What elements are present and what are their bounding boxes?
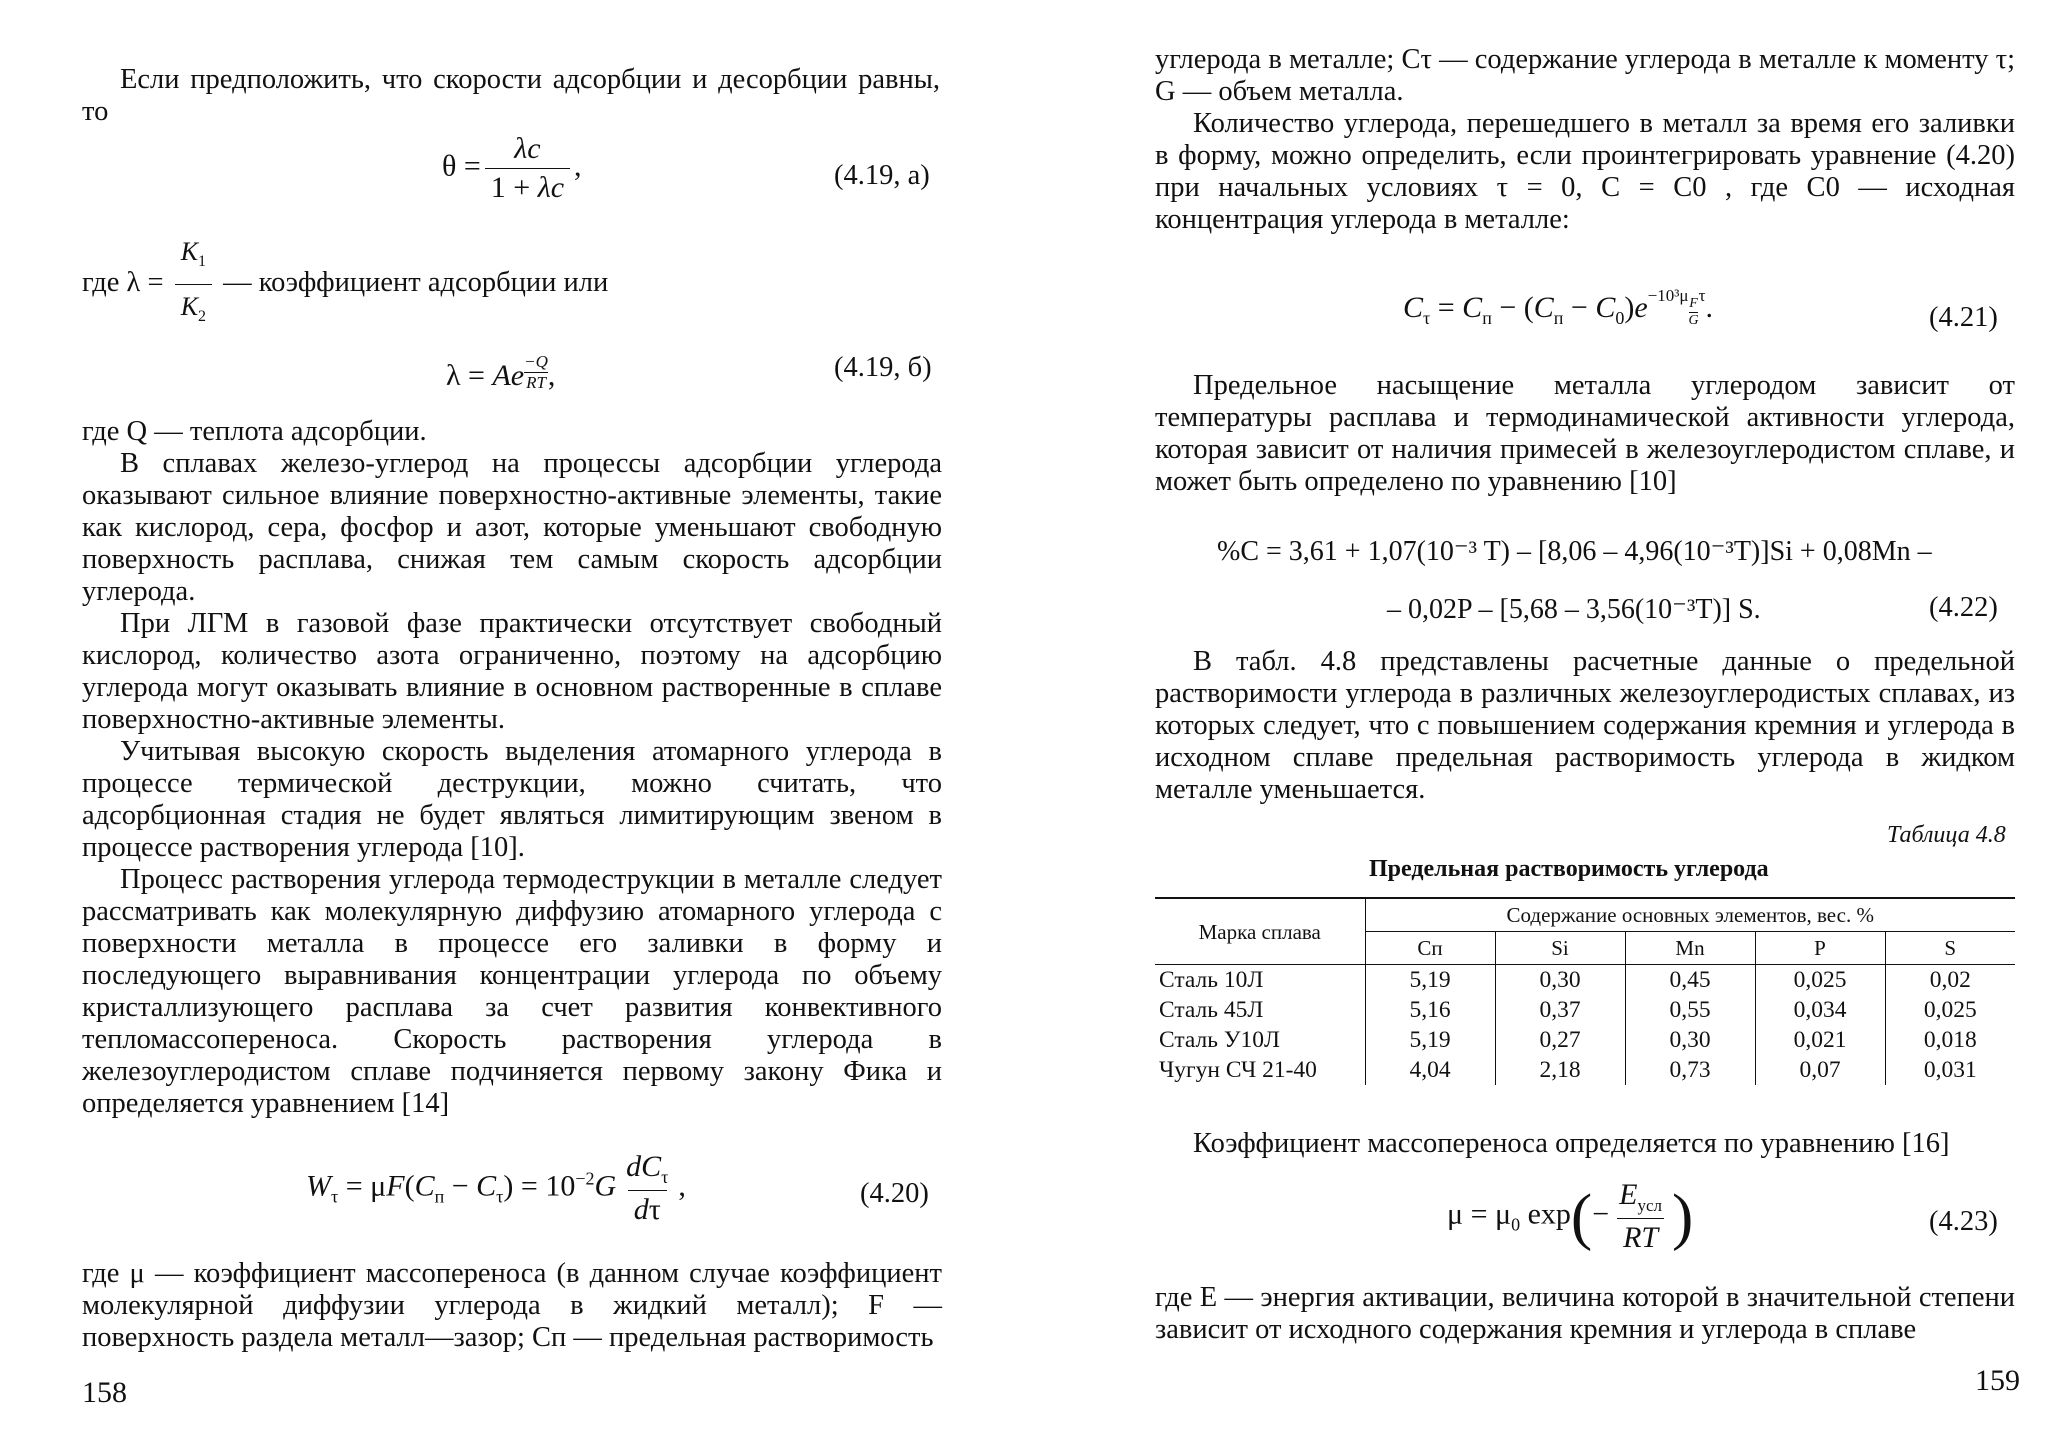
paragraph-mass-transfer: Коэффициент массопереноса определяется п… — [1193, 1128, 1950, 1159]
col-header-cp: Cп — [1364, 931, 1495, 965]
cell-value: 0,30 — [1494, 964, 1625, 995]
page-number-left: 158 — [82, 1376, 127, 1409]
cell-value: 0,021 — [1754, 1025, 1885, 1055]
cell-value: 0,45 — [1624, 964, 1755, 995]
page-right: углерода в металле; Cτ — содержание угле… — [1027, 0, 2054, 1448]
col-header-si: Si — [1494, 931, 1625, 965]
cell-value: 0,018 — [1884, 1025, 2015, 1055]
page-left: Если предположить, что скорости адсорбци… — [82, 64, 942, 1409]
equation-number-4-19a: (4.19, а) — [834, 160, 930, 191]
cell-value: 5,19 — [1364, 1025, 1495, 1055]
paragraph-iron-carbon: В сплавах железо-углерод на процессы адс… — [82, 448, 942, 607]
lambda-suffix: — коэффициент адсорбции или — [216, 267, 609, 299]
row-grade: Сталь У10Л — [1159, 1027, 1280, 1053]
cell-value: 5,19 — [1364, 964, 1495, 995]
equation-4-22-line-1: %C = 3,61 + 1,07(10⁻³ T) – [8,06 – 4,96(… — [1217, 536, 1932, 567]
paragraph-carbon-amount: Количество углерода, перешедшего в метал… — [1155, 108, 2015, 235]
paragraph-lgm: При ЛГМ в газовой фазе практически отсут… — [82, 608, 942, 735]
row-grade: Сталь 45Л — [1159, 997, 1264, 1023]
paragraph-table-intro: В табл. 4.8 представлены расчетные данны… — [1155, 646, 2015, 805]
cell-value: 4,04 — [1364, 1055, 1495, 1085]
paragraph-heat: где Q — теплота адсорбции. — [82, 416, 427, 447]
cell-value: 0,025 — [1754, 964, 1885, 995]
col-header-mn: Mn — [1624, 931, 1755, 965]
paragraph-activation-energy: где E — энергия активации, величина кото… — [1155, 1282, 2015, 1345]
equation-number-4-22: (4.22) — [1929, 592, 1998, 623]
paragraph-atomic-carbon: Учитывая высокую скорость выделения атом… — [82, 736, 942, 863]
cell-value: 0,031 — [1884, 1055, 2015, 1085]
table-row: Сталь У10Л 5,19 0,27 0,30 0,021 0,018 — [1155, 1025, 2015, 1055]
cell-value: 0,73 — [1624, 1055, 1755, 1085]
col-header-p: P — [1754, 931, 1885, 965]
equation-number-4-19b: (4.19, б) — [834, 352, 932, 383]
row-grade: Сталь 10Л — [1155, 964, 1365, 995]
equation-number-4-21: (4.21) — [1929, 302, 1998, 333]
page-number-right: 159 — [1975, 1364, 2020, 1397]
paragraph-mu-definition: где μ — коэффициент массопереноса (в дан… — [82, 1258, 942, 1353]
cell-value: 0,37 — [1494, 995, 1625, 1025]
cell-value: 0,034 — [1754, 995, 1885, 1025]
lambda-prefix: где λ = — [82, 267, 171, 299]
paragraph-intro: Если предположить, что скорости адсорбци… — [82, 64, 940, 127]
table-row: Сталь 45Л 5,16 0,37 0,55 0,034 0,025 — [1155, 995, 2015, 1025]
row-grade: Чугун СЧ 21-40 — [1159, 1057, 1317, 1083]
cell-value: 0,30 — [1624, 1025, 1755, 1055]
table-title: Предельная растворимость углерода — [1369, 856, 1769, 882]
equation-number-4-23: (4.23) — [1929, 1206, 1998, 1237]
table-row: Чугун СЧ 21-40 4,04 2,18 0,73 0,07 0,031 — [1155, 1055, 2015, 1085]
cell-value: 0,025 — [1884, 995, 2015, 1025]
table-caption: Таблица 4.8 — [1887, 822, 2006, 848]
col-group-header: Содержание основных элементов, вес. % — [1364, 897, 2015, 932]
equation-number-4-20: (4.20) — [860, 1178, 929, 1209]
solubility-table: Марка сплава Содержание основных элемент… — [1155, 897, 2015, 1085]
table-row: Сталь 10Л 5,19 0,30 0,45 0,025 0,02 — [1155, 964, 2015, 995]
cell-value: 0,02 — [1884, 964, 2015, 995]
cell-value: 0,27 — [1494, 1025, 1625, 1055]
cell-value: 5,16 — [1364, 995, 1495, 1025]
col-header-s: S — [1884, 931, 2015, 965]
col-header-grade: Марка сплава — [1155, 897, 1365, 965]
paragraph-saturation: Предельное насыщение металла углеродом з… — [1155, 370, 2015, 497]
cell-value: 0,07 — [1754, 1055, 1885, 1085]
paragraph-dissolution: Процесс растворения углерода термодестру… — [82, 864, 942, 1119]
cell-value: 2,18 — [1494, 1055, 1625, 1085]
paragraph-continuation: углерода в металле; Cτ — содержание угле… — [1155, 44, 2015, 107]
cell-value: 0,55 — [1624, 995, 1755, 1025]
equation-4-22-line-2: – 0,02P – [5,68 – 3,56(10⁻³T)] S. — [1387, 594, 1761, 625]
